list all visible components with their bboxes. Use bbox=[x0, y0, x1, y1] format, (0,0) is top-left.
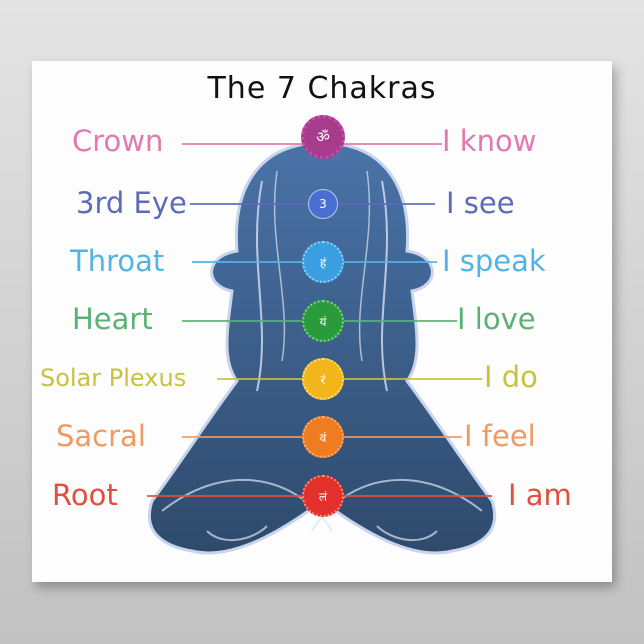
crown-affirmation: I know bbox=[442, 124, 537, 158]
sacral-label: Sacral bbox=[56, 419, 146, 453]
sacral-affirmation: I feel bbox=[464, 419, 536, 453]
chakra-poster: The 7 Chakras Crown I know 3rd Eye I see bbox=[32, 61, 612, 582]
throat-affirmation: I speak bbox=[442, 244, 546, 278]
solar-plexus-line bbox=[217, 378, 482, 380]
solar-plexus-chakra-icon: रं bbox=[302, 358, 344, 400]
throat-chakra-icon: हं bbox=[302, 241, 344, 283]
third-eye-label: 3rd Eye bbox=[76, 186, 187, 220]
root-chakra-icon: लं bbox=[302, 475, 344, 517]
root-affirmation: I am bbox=[508, 478, 572, 512]
solar-plexus-label: Solar Plexus bbox=[40, 364, 187, 392]
throat-label: Throat bbox=[70, 244, 165, 278]
heart-chakra-icon: यं bbox=[302, 300, 344, 342]
solar-plexus-affirmation: I do bbox=[484, 360, 538, 394]
third-eye-affirmation: I see bbox=[446, 186, 515, 220]
poster-title: The 7 Chakras bbox=[207, 71, 437, 106]
crown-chakra-icon: ॐ bbox=[301, 115, 345, 159]
heart-label: Heart bbox=[72, 302, 153, 336]
heart-affirmation: I love bbox=[457, 302, 536, 336]
sacral-chakra-icon: वं bbox=[302, 416, 344, 458]
root-label: Root bbox=[52, 478, 118, 512]
third-eye-chakra-icon: 3 bbox=[308, 189, 338, 219]
crown-label: Crown bbox=[72, 124, 164, 158]
